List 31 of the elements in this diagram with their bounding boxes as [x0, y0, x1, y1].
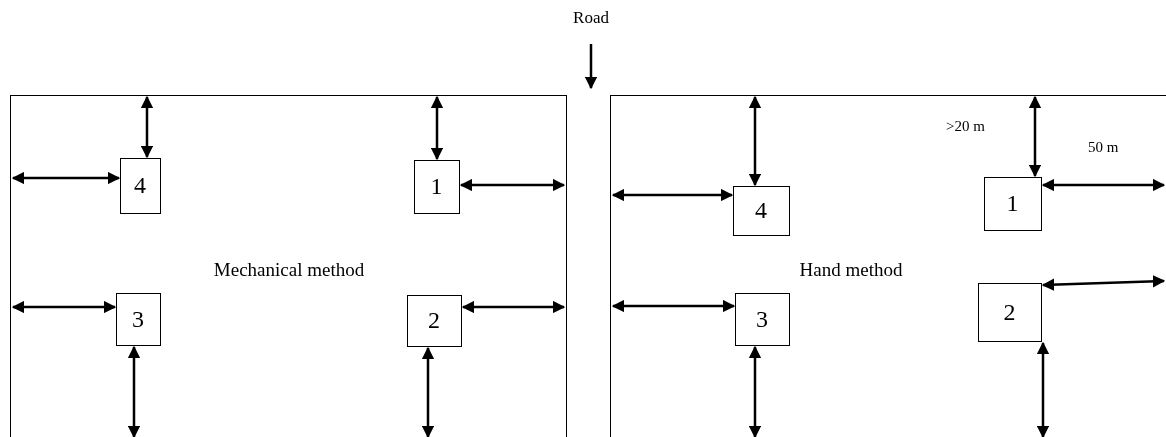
road-label: Road [573, 8, 609, 28]
distance-arrow [611, 299, 736, 313]
distance-arrow [421, 346, 435, 437]
distance-arrow [11, 171, 121, 185]
method-title: Mechanical method [213, 259, 365, 281]
distance-arrow [127, 345, 141, 437]
plot-box: 4 [732, 185, 790, 236]
field-panel [10, 95, 567, 437]
distance-arrow [11, 300, 117, 314]
plot-box: 3 [734, 292, 790, 346]
field-panel [610, 95, 1166, 437]
distance-arrow [1041, 275, 1166, 291]
distance-arrow [430, 95, 444, 161]
plot-box: 1 [983, 176, 1042, 231]
distance-arrow [459, 178, 566, 192]
distance-arrow [1028, 95, 1042, 178]
plot-box: 2 [406, 294, 462, 347]
distance-arrow [461, 300, 566, 314]
dimension-label: 50 m [1088, 139, 1119, 156]
method-title: Hand method [799, 259, 903, 281]
plot-box: 1 [413, 159, 460, 214]
distance-arrow [1036, 341, 1050, 437]
distance-arrow [748, 345, 762, 437]
distance-arrow [611, 188, 734, 202]
plot-box: 2 [977, 282, 1042, 342]
distance-arrow [140, 95, 154, 159]
dimension-label: >20 m [946, 118, 985, 135]
plot-box: 4 [119, 157, 161, 214]
distance-arrow [1041, 178, 1166, 192]
distance-arrow [748, 95, 762, 187]
plot-box: 3 [115, 292, 161, 346]
